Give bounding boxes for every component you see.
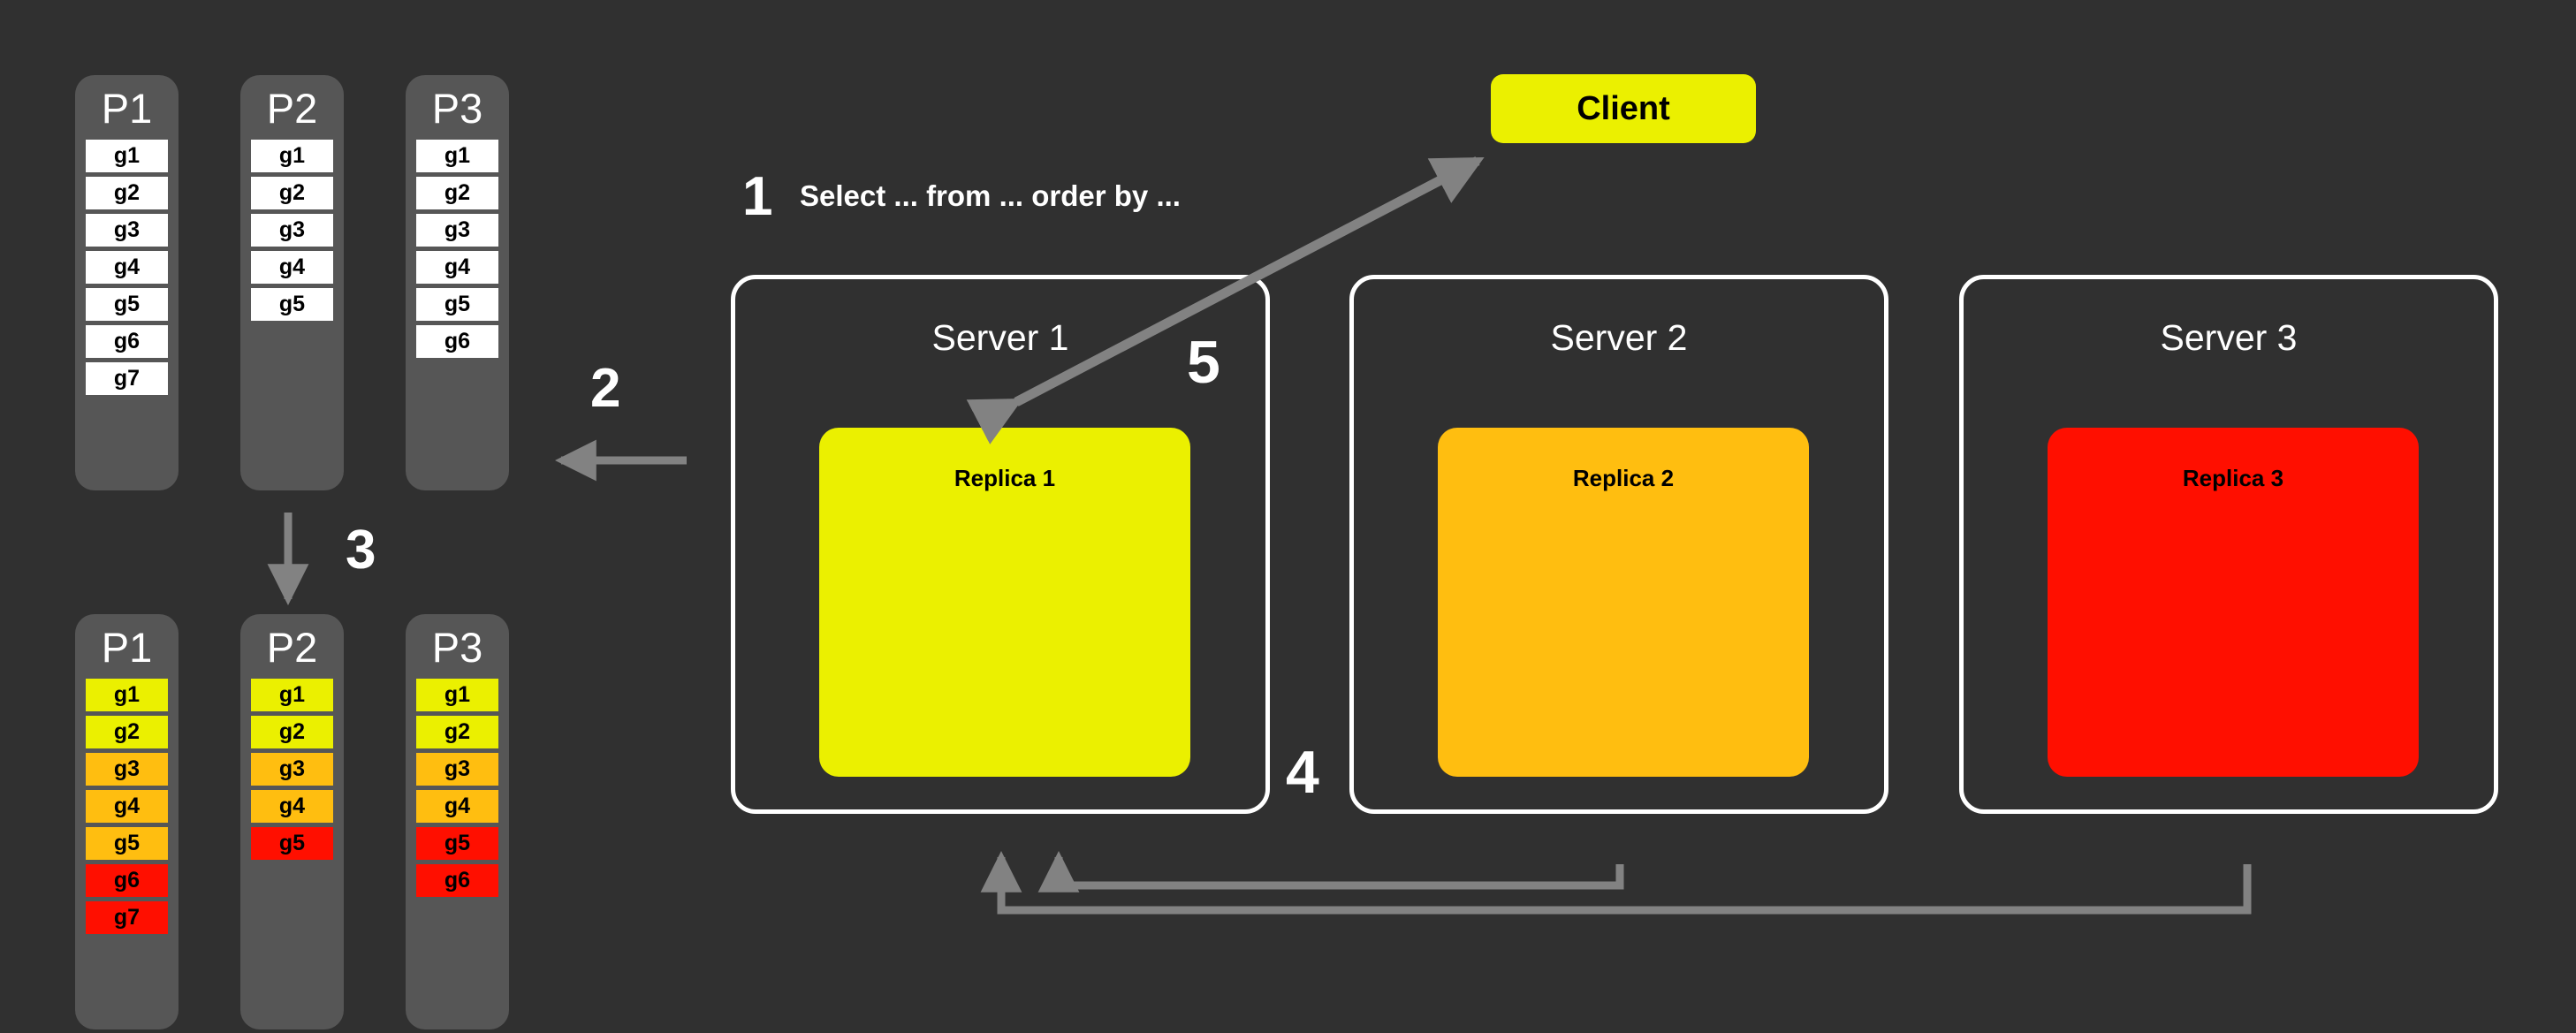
partition-cell-list: g1 g2 g3 g4 g5 g6 — [416, 679, 498, 901]
partition-cell: g6 — [416, 325, 498, 358]
partition-panel-bottom-p1: P1 g1 g2 g3 g4 g5 g6 g7 — [75, 614, 179, 1029]
partition-panel-top-p2: P2 g1 g2 g3 g4 g5 — [240, 75, 344, 490]
partition-cell: g3 — [251, 753, 333, 786]
partition-title: P1 — [101, 624, 153, 671]
step-number-2: 2 — [590, 358, 621, 419]
server-title: Server 3 — [2160, 317, 2298, 358]
partition-cell-list: g1 g2 g3 g4 g5 g6 — [416, 140, 498, 362]
partition-cell: g2 — [416, 716, 498, 748]
partition-panel-bottom-p3: P3 g1 g2 g3 g4 g5 g6 — [406, 614, 509, 1029]
partition-cell: g5 — [416, 827, 498, 860]
client-label: Client — [1577, 89, 1670, 127]
partition-cell: g6 — [86, 864, 168, 897]
arrow-step-4-server3-to-server1 — [980, 850, 2252, 915]
partition-cell: g1 — [251, 679, 333, 711]
server-title: Server 1 — [931, 317, 1069, 358]
partition-cell: g4 — [251, 251, 333, 284]
partition-cell: g5 — [86, 827, 168, 860]
replica-box-2[interactable]: Replica 2 — [1438, 428, 1809, 777]
partition-cell: g5 — [251, 827, 333, 860]
partition-cell: g3 — [251, 214, 333, 247]
replica-box-3[interactable]: Replica 3 — [2048, 428, 2419, 777]
partition-title: P3 — [431, 85, 483, 132]
partition-cell: g1 — [251, 140, 333, 172]
partition-cell: g3 — [86, 753, 168, 786]
partition-cell-list: g1 g2 g3 g4 g5 g6 g7 — [86, 140, 168, 399]
arrow-step-4-server2-to-server1 — [1037, 850, 1624, 892]
server-box-3: Server 3 Replica 3 — [1959, 275, 2498, 814]
partition-cell: g5 — [251, 288, 333, 321]
partition-cell: g4 — [416, 251, 498, 284]
partition-cell: g2 — [416, 177, 498, 209]
partition-cell: g2 — [86, 177, 168, 209]
partition-cell: g4 — [416, 790, 498, 823]
client-box[interactable]: Client — [1491, 74, 1756, 143]
partition-cell: g3 — [416, 753, 498, 786]
partition-cell: g1 — [416, 140, 498, 172]
partition-cell: g4 — [251, 790, 333, 823]
replica-label: Replica 3 — [2182, 465, 2284, 491]
replica-label: Replica 1 — [954, 465, 1056, 491]
partition-cell: g6 — [86, 325, 168, 358]
replica-box-1[interactable]: Replica 1 — [819, 428, 1190, 777]
partition-panel-bottom-p2: P2 g1 g2 g3 g4 g5 — [240, 614, 344, 1029]
query-statement: Select ... from ... order by ... — [800, 179, 1181, 212]
step-number-5: 5 — [1187, 329, 1220, 396]
partition-cell: g7 — [86, 901, 168, 934]
replica-label: Replica 2 — [1572, 465, 1675, 491]
partition-cell: g4 — [86, 251, 168, 284]
server-box-2: Server 2 Replica 2 — [1349, 275, 1888, 814]
step-number-1: 1 — [742, 166, 773, 227]
partition-cell: g4 — [86, 790, 168, 823]
partition-title: P3 — [431, 624, 483, 671]
partition-cell: g2 — [86, 716, 168, 748]
partition-cell: g6 — [416, 864, 498, 897]
partition-cell: g5 — [86, 288, 168, 321]
partition-cell: g2 — [251, 177, 333, 209]
partition-cell-list: g1 g2 g3 g4 g5 g6 g7 — [86, 679, 168, 938]
step-number-4: 4 — [1286, 739, 1319, 806]
partition-title: P2 — [266, 85, 318, 132]
partition-title: P1 — [101, 85, 153, 132]
partition-cell: g1 — [86, 679, 168, 711]
partition-panel-top-p3: P3 g1 g2 g3 g4 g5 g6 — [406, 75, 509, 490]
partition-cell: g3 — [86, 214, 168, 247]
partition-cell: g5 — [416, 288, 498, 321]
partition-cell: g1 — [86, 140, 168, 172]
partition-cell: g3 — [416, 214, 498, 247]
step-number-3: 3 — [346, 520, 376, 581]
partition-cell: g2 — [251, 716, 333, 748]
partition-cell: g1 — [416, 679, 498, 711]
partition-title: P2 — [266, 624, 318, 671]
partition-cell: g7 — [86, 362, 168, 395]
server-title: Server 2 — [1550, 317, 1688, 358]
partition-cell-list: g1 g2 g3 g4 g5 — [251, 679, 333, 864]
partition-cell-list: g1 g2 g3 g4 g5 — [251, 140, 333, 325]
partition-panel-top-p1: P1 g1 g2 g3 g4 g5 g6 g7 — [75, 75, 179, 490]
